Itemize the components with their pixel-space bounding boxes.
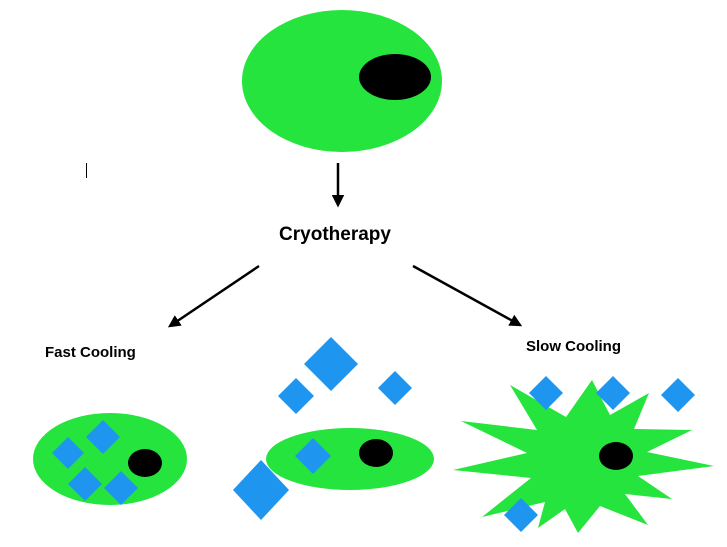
mid-ice-crystal-5 xyxy=(233,460,289,520)
middle-cell-nucleus xyxy=(359,439,393,467)
mid-ice-crystal-2 xyxy=(278,378,314,414)
fast-cell-nucleus xyxy=(128,449,162,477)
intact-cell-nucleus xyxy=(359,54,431,100)
slow-cooling-arrow xyxy=(412,264,523,327)
slow-cooling-label: Slow Cooling xyxy=(526,338,621,355)
cryotherapy-label: Cryotherapy xyxy=(279,224,391,245)
fast-ice-crystal-1 xyxy=(52,437,84,469)
fast-ice-crystal-3 xyxy=(68,467,102,501)
slow-cell-starburst xyxy=(453,380,714,533)
middle-cell-body xyxy=(266,428,434,490)
mid-ice-crystal-3 xyxy=(378,371,412,405)
intact-cell xyxy=(242,10,442,152)
slow-ice-crystal-4 xyxy=(504,498,538,532)
text-cursor-mark xyxy=(86,163,87,178)
slow-cell-nucleus xyxy=(599,442,633,470)
slow-cooling-cell xyxy=(453,376,714,533)
slow-ice-crystal-3 xyxy=(661,378,695,412)
middle-cell xyxy=(233,337,434,520)
fast-cooling-label: Fast Cooling xyxy=(45,344,136,361)
fast-ice-crystal-4 xyxy=(104,471,138,505)
slow-ice-crystal-2 xyxy=(596,376,630,410)
mid-ice-crystal-1 xyxy=(304,337,358,391)
fast-cooling-cell xyxy=(33,413,187,505)
fast-cooling-arrow xyxy=(167,264,260,328)
mid-ice-crystal-4 xyxy=(295,438,331,474)
intact-cell-body xyxy=(242,10,442,152)
slow-ice-crystal-1 xyxy=(529,376,563,410)
fast-ice-crystal-2 xyxy=(86,420,120,454)
